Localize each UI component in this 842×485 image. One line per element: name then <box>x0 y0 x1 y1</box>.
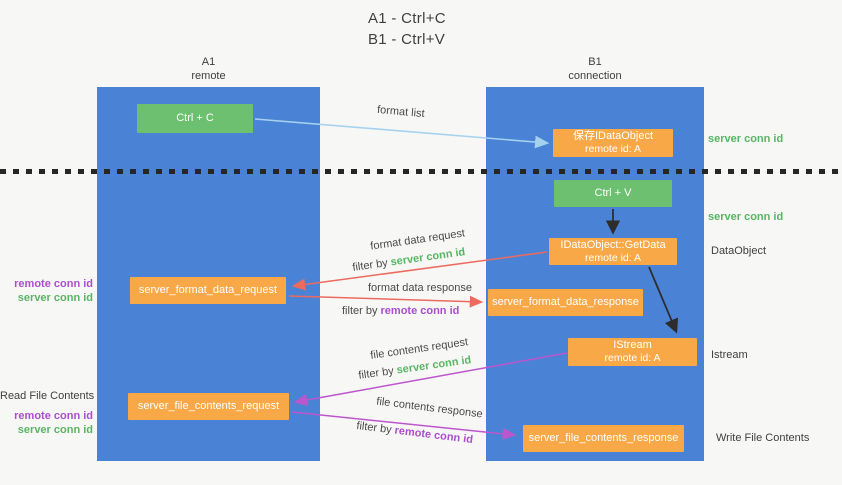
label-write-file-contents: Write File Contents <box>716 432 810 444</box>
node-ctrl-v: Ctrl + V <box>554 180 672 207</box>
filter-key-remote-1: remote conn id <box>380 305 460 317</box>
node-save-idataobject: 保存IDataObject remote id: A <box>553 129 673 157</box>
istream-line1: IStream <box>613 339 652 351</box>
filter-prefix-3: filter by <box>357 364 398 382</box>
filter-prefix-2: filter by <box>342 305 381 317</box>
save-idataobject-line1: 保存IDataObject <box>572 130 654 142</box>
node-ctrl-c: Ctrl + C <box>137 104 253 133</box>
phase-separator-line <box>0 169 842 174</box>
title-line-b1: B1 - Ctrl+V <box>368 31 446 48</box>
format-request-label: server_format_data_request <box>138 284 278 296</box>
node-server-format-data-request: server_format_data_request <box>130 277 286 304</box>
getdata-line1: IDataObject::GetData <box>560 238 666 251</box>
lane-a1-name: A1 <box>201 56 216 68</box>
istream-line2: remote id: A <box>604 352 661 364</box>
title-line-a1: A1 - Ctrl+C <box>368 10 446 27</box>
label-remote-conn-id-2: remote conn id <box>14 410 93 422</box>
label-server-conn-id-top: server conn id <box>708 133 784 145</box>
ctrl-c-label: Ctrl + C <box>176 112 214 124</box>
ctrl-v-label: Ctrl + V <box>594 187 632 199</box>
filter-key-server-2: server conn id <box>395 354 473 377</box>
label-file-contents-response: file contents response <box>375 395 484 421</box>
filter-prefix-4: filter by <box>355 419 396 437</box>
filter-prefix-1: filter by <box>351 256 392 274</box>
filter-key-server-1: server conn id <box>389 246 467 269</box>
lane-b1-role: connection <box>568 70 622 82</box>
node-server-file-contents-request: server_file_contents_request <box>128 393 289 420</box>
label-istream: Istream <box>711 349 748 361</box>
save-idataobject-line2: remote id: A <box>584 143 642 155</box>
file-response-label: server_file_contents_response <box>528 432 679 444</box>
lane-a1-role: remote <box>191 70 226 82</box>
node-server-file-contents-response: server_file_contents_response <box>523 425 684 452</box>
label-read-file-contents: Read File Contents <box>0 390 95 402</box>
format-response-label: server_format_data_response <box>492 296 639 308</box>
lane-header-b1: B1 connection <box>486 55 704 83</box>
file-request-label: server_file_contents_request <box>137 400 280 412</box>
node-server-format-data-response: server_format_data_response <box>488 289 643 316</box>
filter-key-remote-2: remote conn id <box>393 424 474 447</box>
label-filter-by-server-1: filter by server conn id <box>352 246 466 274</box>
label-dataobject: DataObject <box>711 245 767 257</box>
label-format-data-response: format data response <box>368 282 472 294</box>
node-idataobject-getdata: IDataObject::GetData remote id: A <box>549 238 677 265</box>
label-server-conn-id-mid: server conn id <box>708 211 784 223</box>
lane-b1-name: B1 <box>588 56 602 68</box>
diagram-title: A1 - Ctrl+C B1 - Ctrl+V <box>368 8 446 50</box>
lane-header-a1: A1 remote <box>97 55 320 83</box>
label-server-conn-id-2: server conn id <box>17 424 93 436</box>
label-filter-by-remote-1: filter by remote conn id <box>342 305 459 317</box>
getdata-line2: remote id: A <box>584 251 642 264</box>
label-server-conn-id-1: server conn id <box>17 292 93 304</box>
label-format-list: format list <box>376 103 426 121</box>
label-filter-by-remote-2: filter by remote conn id <box>356 420 474 446</box>
node-istream: IStream remote id: A <box>568 338 697 366</box>
label-remote-conn-id-1: remote conn id <box>14 278 93 290</box>
